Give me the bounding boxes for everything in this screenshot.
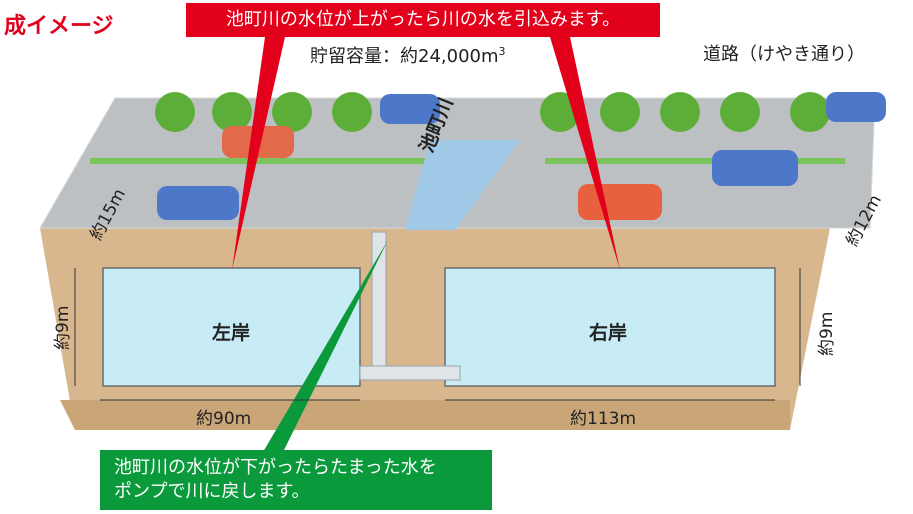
callout-pointer-left <box>232 37 285 270</box>
pump-pointer <box>263 240 388 452</box>
left-tank-depth: 約9m <box>53 305 73 350</box>
left-tank-length: 約90m <box>196 409 252 429</box>
car-blue-3 <box>712 150 798 186</box>
right-tank-depth: 約9m <box>817 311 837 356</box>
river-channel <box>405 140 520 230</box>
right-tank <box>444 267 776 387</box>
storage-capacity-exponent: 3 <box>498 45 506 58</box>
road-label: 道路（けやき通り） <box>703 44 865 65</box>
left-tank-label: 左岸 <box>212 322 251 344</box>
intake-pipe <box>371 231 387 381</box>
car-blue-2 <box>380 94 440 124</box>
median-left <box>90 158 430 164</box>
pump-callout-line-1: 池町川の水位が下がったらたまった水を <box>114 457 437 478</box>
callout-pointer-right <box>550 37 620 270</box>
dimension-lines <box>74 268 801 401</box>
right-tank-label: 右岸 <box>589 322 628 344</box>
storage-capacity: 貯留容量：約24,000m3 <box>310 42 506 68</box>
median-right <box>545 158 845 164</box>
pump-callout: 池町川の水位が下がったらたまった水を ポンプで川に戻します。 <box>100 450 492 510</box>
right-tank-length: 約113m <box>570 409 637 429</box>
car-red-2 <box>578 184 662 220</box>
pump-callout-line-2: ポンプで川に戻します。 <box>114 481 310 502</box>
car-blue-4 <box>826 92 886 122</box>
connection-pipe <box>359 365 461 381</box>
intake-callout: 池町川の水位が上がったら川の水を引込みます。 <box>186 3 660 37</box>
soil-shadow <box>60 400 790 430</box>
car-blue-1 <box>157 186 239 220</box>
storage-capacity-text: 貯留容量：約24,000m <box>310 46 499 67</box>
diagram-title: 成イメージ <box>4 14 114 39</box>
